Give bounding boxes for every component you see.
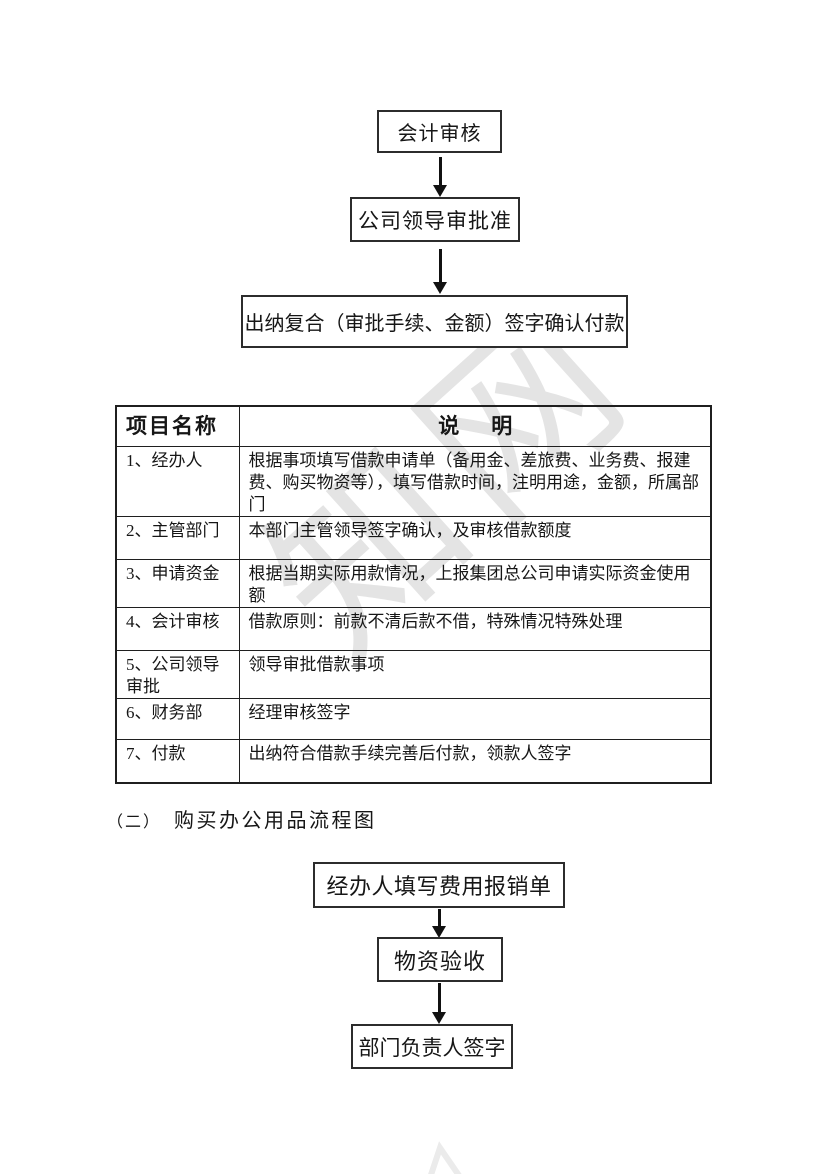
section-numbering: （二） [107,814,162,831]
cell-item: 1、经办人 [115,445,240,517]
cell-desc: 经理审核签字 [238,697,712,740]
header-item: 项目名称 [115,405,240,447]
arrow-shaft [437,983,441,1012]
spec-table: 项目名称 说明 1、经办人 根据事项填写借款申请单（备用金、差旅费、业务费、报建… [115,405,712,784]
table-row: 6、财务部 经理审核签字 [115,697,712,740]
cell-item: 2、主管部门 [115,515,240,560]
table-row: 4、会计审核 借款原则：前款不清后款不借，特殊情况特殊处理 [115,606,712,651]
arrow-shaft [438,157,442,185]
cell-item: 5、公司领导审批 [115,649,240,699]
cell-item: 3、申请资金 [115,558,240,608]
arrow-shaft [438,249,442,282]
arrow-down-icon [433,249,447,294]
cell-item: 6、财务部 [115,697,240,740]
arrow-down-icon [433,157,447,197]
arrow-head [433,282,447,294]
cell-desc: 本部门主管领导签字确认，及审核借款额度 [238,515,712,560]
arrow-head [433,185,447,197]
cell-desc: 根据当期实际用款情况，上报集团总公司申请实际资金使用额 [238,558,712,608]
flow-step-leader-approval: 公司领导审批准 [350,197,520,242]
table-row: 1、经办人 根据事项填写借款申请单（备用金、差旅费、业务费、报建费、购买物资等）… [115,445,712,517]
arrow-shaft [437,909,441,926]
watermark-triangle-icon: △ [389,1102,500,1174]
arrow-down-icon [432,909,446,938]
cell-desc: 出纳符合借款手续完善后付款，领款人签字 [238,738,712,784]
section-title: 购买办公用品流程图 [174,810,377,832]
table-row: 5、公司领导审批 领导审批借款事项 [115,649,712,699]
table-row: 3、申请资金 根据当期实际用款情况，上报集团总公司申请实际资金使用额 [115,558,712,608]
cell-desc: 领导审批借款事项 [238,649,712,699]
header-desc: 说明 [238,405,712,447]
arrow-head [432,926,446,938]
flow-step-accounting-review: 会计审核 [377,110,502,153]
arrow-head [432,1012,446,1024]
cell-desc: 借款原则：前款不清后款不借，特殊情况特殊处理 [238,606,712,651]
arrow-down-icon [432,983,446,1024]
table-row: 2、主管部门 本部门主管领导签字确认，及审核借款额度 [115,515,712,560]
cell-item: 7、付款 [115,738,240,784]
table-header-row: 项目名称 说明 [115,405,712,447]
cell-desc: 根据事项填写借款申请单（备用金、差旅费、业务费、报建费、购买物资等），填写借款时… [238,445,712,517]
cell-item: 4、会计审核 [115,606,240,651]
header-desc-text: 说明 [438,414,545,439]
spec-table-container: 项目名称 说明 1、经办人 根据事项填写借款申请单（备用金、差旅费、业务费、报建… [115,405,712,784]
table-row: 7、付款 出纳符合借款手续完善后付款，领款人签字 [115,738,712,784]
flow-step-cashier-payment: 出纳复合（审批手续、金额）签字确认付款 [241,295,628,348]
flow-step-goods-acceptance: 物资验收 [377,937,503,982]
flow-step-dept-head-signature: 部门负责人签字 [351,1024,513,1069]
section-heading: （二） 购买办公用品流程图 [107,804,377,833]
flow-step-fill-reimbursement-form: 经办人填写费用报销单 [313,862,565,908]
